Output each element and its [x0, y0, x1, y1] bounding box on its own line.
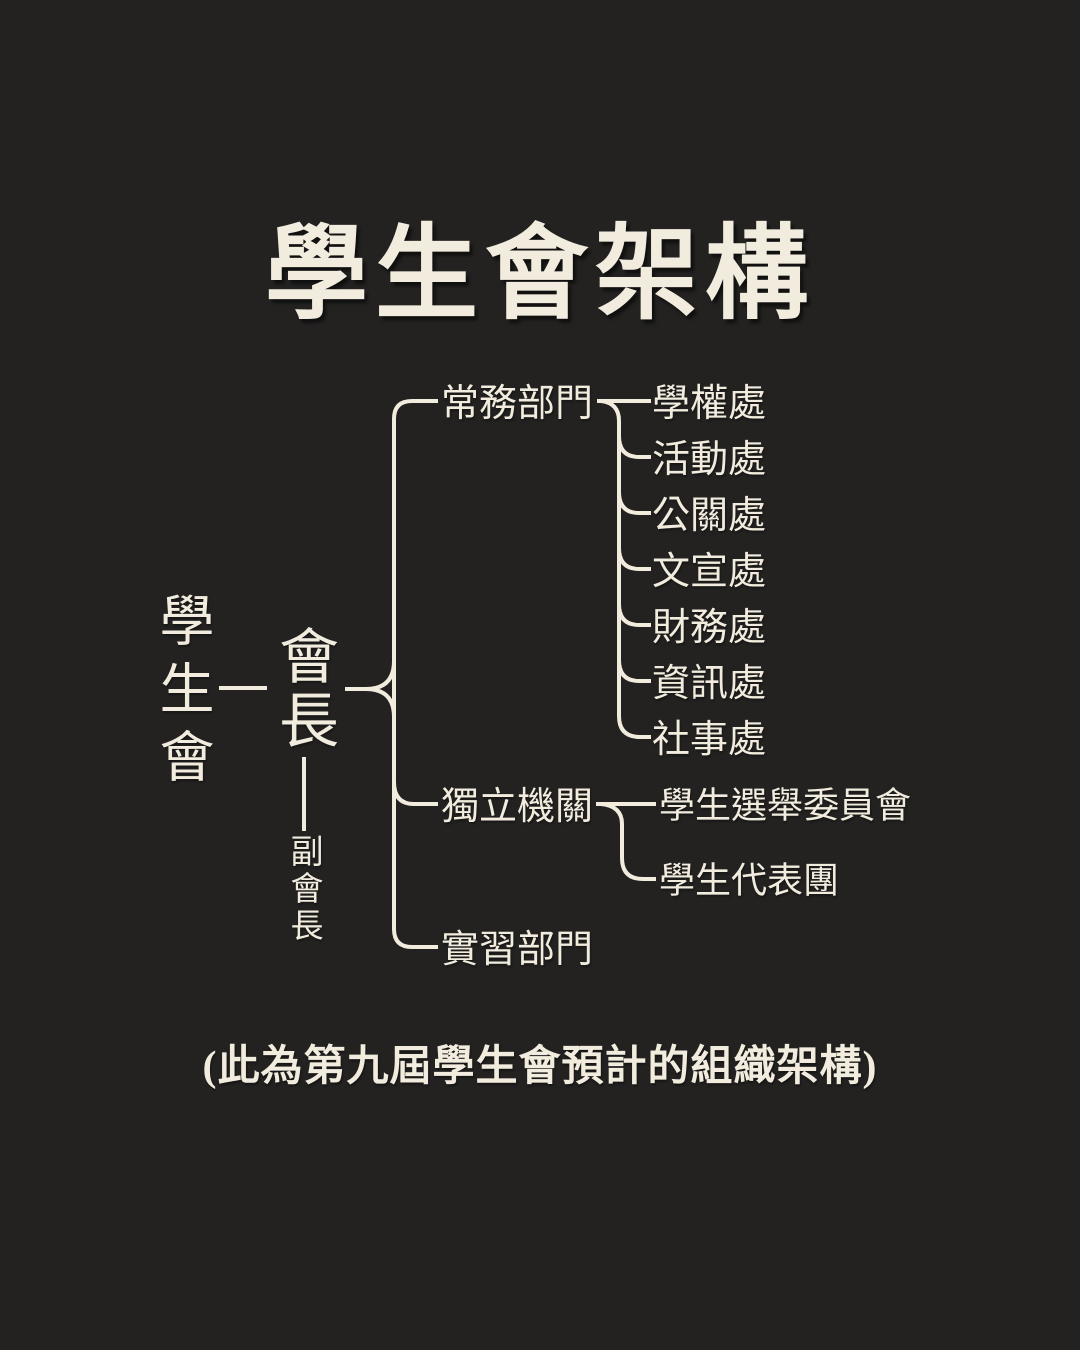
- dept-finance-office: 財務處: [652, 606, 767, 649]
- vice-president-label: 副會長: [286, 834, 323, 945]
- standing-departments-bracket: [597, 399, 651, 739]
- organ-student-election-committee: 學生選舉委員會: [659, 784, 912, 826]
- dept-publicity-office: 文宣處: [652, 550, 767, 593]
- branch-label-internship-department: 實習部門: [441, 928, 594, 971]
- dept-club-affairs-office: 社事處: [652, 718, 767, 761]
- main-trunk: [392, 399, 438, 949]
- dept-student-rights-office: 學權處: [652, 382, 767, 425]
- footnote: (此為第九屆學生會預計的組織架構): [202, 1044, 878, 1090]
- page-title: 學生會架構: [265, 216, 815, 331]
- dept-public-relations-office: 公關處: [652, 494, 767, 537]
- org-root-label: 學生會: [151, 592, 213, 796]
- branch-label-standing-departments: 常務部門: [441, 382, 594, 425]
- branch-label-independent-organs: 獨立機關: [441, 785, 594, 828]
- dept-information-office: 資訊處: [652, 662, 767, 705]
- dept-activities-office: 活動處: [652, 438, 767, 481]
- organ-student-representative-group: 學生代表團: [659, 859, 840, 901]
- president-label: 會長: [270, 625, 338, 753]
- independent-organs-bracket: [596, 802, 656, 881]
- president-to-trunk-connector: [345, 660, 396, 718]
